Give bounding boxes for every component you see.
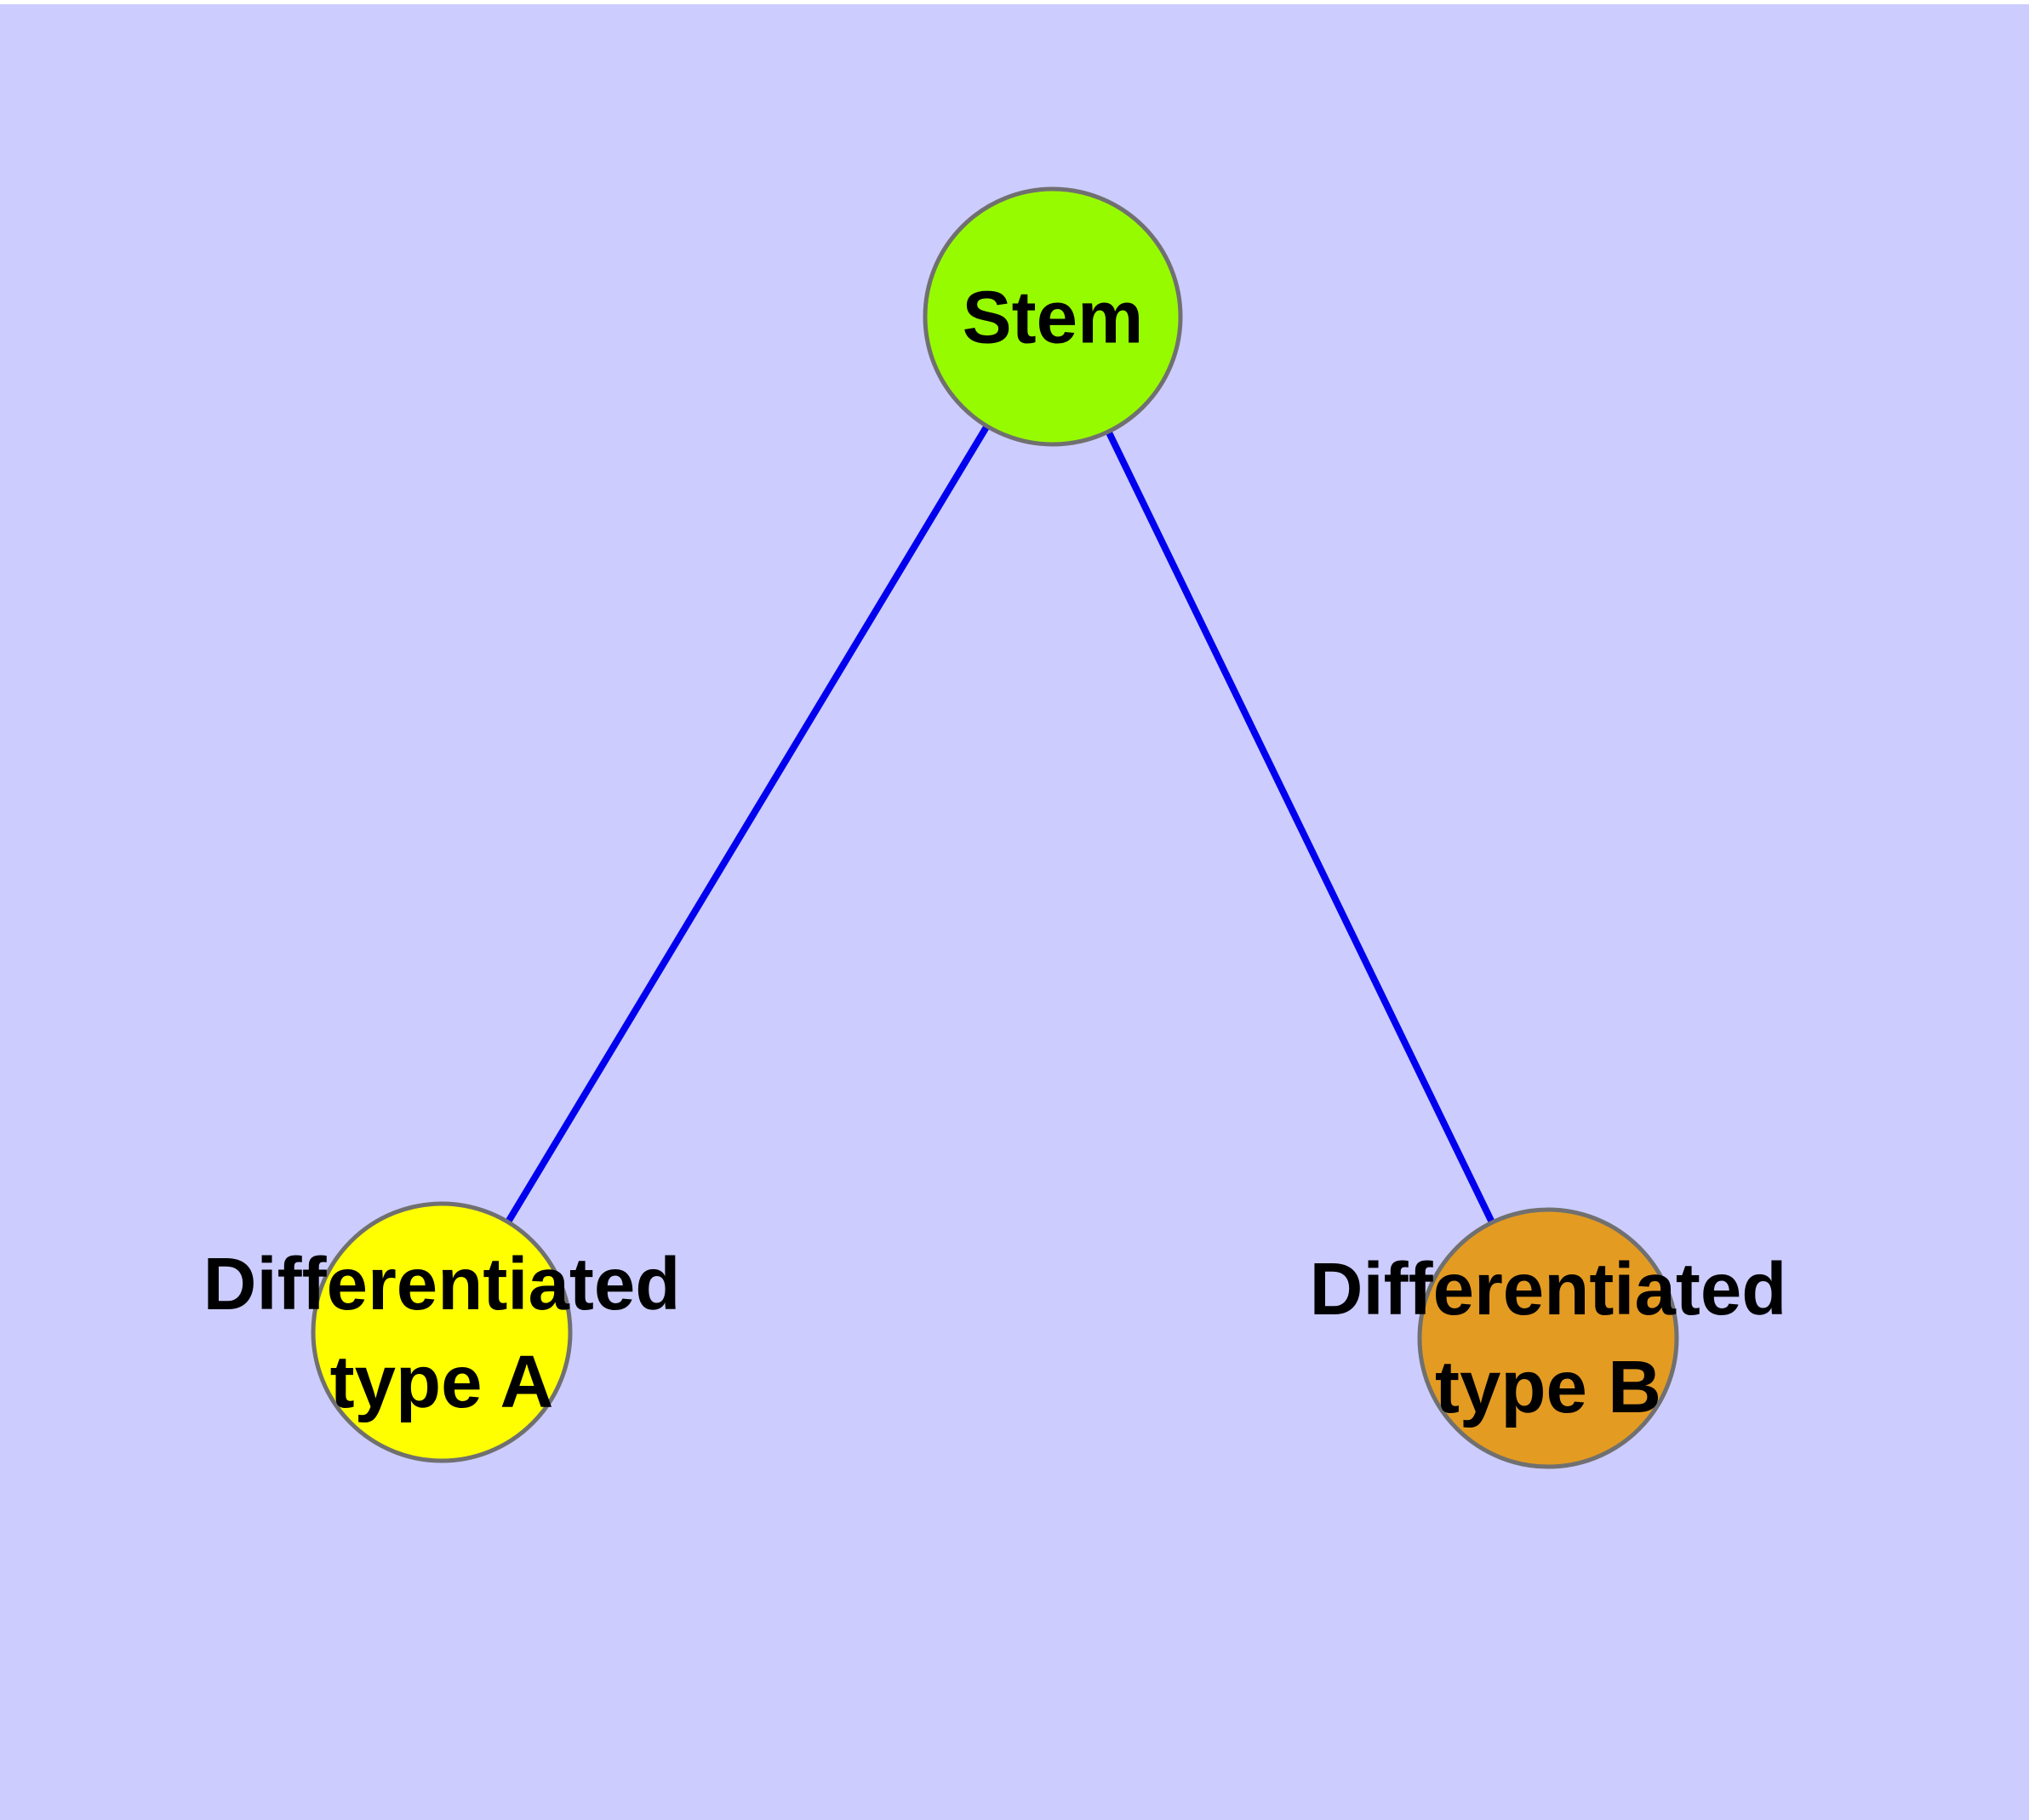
node-type-b-label-line1: Differentiated — [1309, 1248, 1787, 1331]
node-type-b-label: Differentiated type B — [1310, 1241, 1787, 1437]
node-type-a-label-line1: Differentiated — [203, 1243, 681, 1326]
node-stem-circle — [923, 186, 1183, 447]
node-type-a-label: Differentiated type A — [203, 1236, 681, 1432]
edge-stem-to-type-b — [1049, 315, 1552, 1340]
node-stem-label: Stem — [963, 270, 1144, 368]
node-type-b-circle — [1417, 1207, 1679, 1469]
node-type-b-label-line2: type B — [1435, 1346, 1661, 1428]
node-type-a-label-line2: type A — [329, 1341, 554, 1423]
edge-stem-to-type-a — [438, 314, 1056, 1335]
node-type-a-circle — [311, 1201, 573, 1463]
top-margin-strip — [0, 0, 2029, 4]
node-stem-label-text: Stem — [962, 276, 1144, 359]
